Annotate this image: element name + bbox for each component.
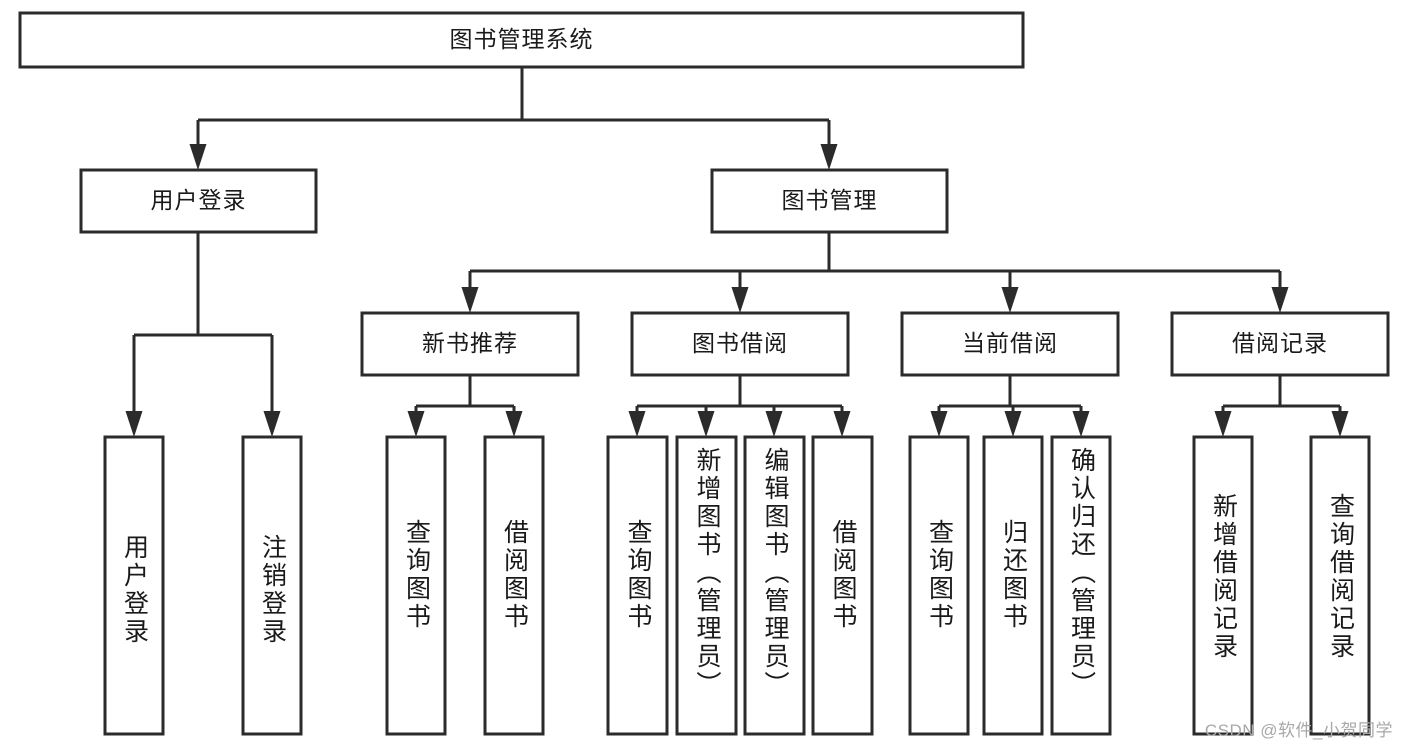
node-box-new-book-recommend[interactable] (360, 311, 580, 377)
connector-book-borrow-to-leaves (628, 375, 851, 437)
node-label-root: 图书管理系统 (450, 26, 594, 52)
watermark-text: CSDN @软件_小贺同学 (1204, 721, 1393, 740)
node-box-leaf-borrow-book-1[interactable] (483, 435, 545, 736)
node-box-user-login[interactable] (79, 168, 318, 234)
node-label-book-management: 图书管理 (782, 187, 878, 213)
node-box-leaf-add-book-admin[interactable] (675, 435, 738, 736)
connector-root-to-level2 (189, 67, 838, 170)
node-box-leaf-return-book[interactable] (982, 435, 1044, 736)
connectors-layer (125, 67, 1349, 437)
node-box-leaf-query-borrow-record[interactable] (1309, 435, 1371, 736)
node-box-current-borrow[interactable] (900, 311, 1120, 377)
node-boxes-layer (18, 11, 1390, 736)
node-label-current-borrow: 当前借阅 (962, 330, 1058, 356)
node-box-leaf-query-book-2[interactable] (606, 435, 669, 736)
node-box-borrow-record[interactable] (1170, 311, 1390, 377)
connector-user-login-to-leaves (125, 232, 281, 437)
node-box-book-management[interactable] (710, 168, 949, 234)
node-box-leaf-query-book-3[interactable] (908, 435, 970, 736)
connector-borrow-record-to-leaves (1214, 375, 1349, 437)
node-label-new-book-recommend: 新书推荐 (422, 330, 518, 356)
node-box-leaf-query-book-1[interactable] (385, 435, 447, 736)
node-label-book-borrow: 图书借阅 (692, 330, 788, 356)
connector-new-book-recommend-to-leaves (407, 375, 523, 437)
node-box-leaf-borrow-book-2[interactable] (811, 435, 874, 736)
node-box-leaf-add-borrow-record[interactable] (1192, 435, 1254, 736)
node-box-leaf-edit-book-admin[interactable] (743, 435, 806, 736)
node-box-leaf-user-logout[interactable] (241, 435, 303, 736)
connector-current-borrow-to-leaves (930, 375, 1090, 437)
node-box-leaf-confirm-return-admin[interactable] (1050, 435, 1112, 736)
connector-book-management-to-level3 (461, 232, 1289, 313)
node-box-root[interactable] (18, 11, 1025, 69)
node-box-leaf-user-login[interactable] (103, 435, 165, 736)
node-label-user-login: 用户登录 (151, 187, 247, 213)
node-label-borrow-record: 借阅记录 (1232, 330, 1328, 356)
node-box-book-borrow[interactable] (630, 311, 850, 377)
